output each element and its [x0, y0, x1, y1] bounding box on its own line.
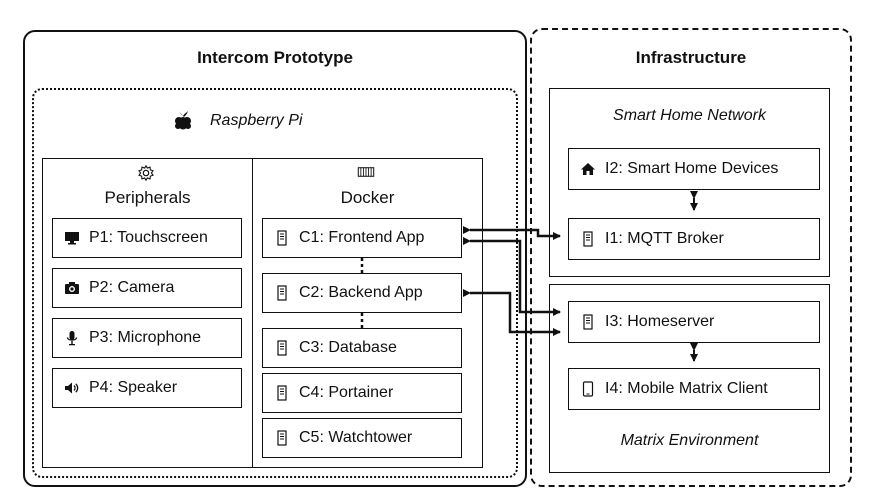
peripheral-speaker: P4: Speaker — [52, 368, 242, 408]
peripheral-touchscreen: P1: Touchscreen — [52, 218, 242, 258]
container-frontend-app: C1: Frontend App — [262, 218, 462, 258]
server-icon — [273, 429, 291, 447]
intercom-prototype-title: Intercom Prototype — [197, 48, 353, 67]
container-portainer: C4: Portainer — [262, 373, 462, 413]
camera-icon — [63, 279, 81, 297]
monitor-icon — [63, 229, 81, 247]
matrix-environment-title: Matrix Environment — [620, 432, 759, 449]
infrastructure-title: Infrastructure — [635, 48, 747, 67]
server-icon — [273, 339, 291, 357]
raspberry-pi-header: Raspberry Pi — [170, 108, 370, 134]
server-icon — [273, 284, 291, 302]
peripheral-label: P2: Camera — [89, 279, 175, 296]
mqtt-broker: I1: MQTT Broker — [568, 218, 820, 260]
mobile-matrix-client: I4: Mobile Matrix Client — [568, 368, 820, 410]
server-icon — [273, 229, 291, 247]
mobile-phone-icon — [579, 380, 597, 398]
raspberry-icon — [170, 109, 196, 133]
server-icon — [579, 313, 597, 331]
peripheral-label: P1: Touchscreen — [89, 229, 208, 246]
peripheral-label: P3: Microphone — [89, 329, 202, 346]
container-label: C5: Watchtower — [299, 429, 413, 446]
container-backend-app: C2: Backend App — [262, 273, 462, 313]
container-database: C3: Database — [262, 328, 462, 368]
container-label: C2: Backend App — [299, 284, 423, 301]
docker-icon — [357, 165, 377, 181]
homeserver-label: I3: Homeserver — [605, 313, 715, 330]
server-icon — [579, 230, 597, 248]
smart-home-devices-label: I2: Smart Home Devices — [605, 160, 779, 177]
homeserver: I3: Homeserver — [568, 301, 820, 343]
peripherals-title: Peripherals — [104, 188, 191, 207]
peripheral-microphone: P3: Microphone — [52, 318, 242, 358]
mobile-matrix-client-label: I4: Mobile Matrix Client — [605, 380, 768, 397]
container-label: C1: Frontend App — [299, 229, 425, 246]
smart-home-devices: I2: Smart Home Devices — [568, 148, 820, 190]
peripheral-label: P4: Speaker — [89, 379, 178, 396]
container-label: C3: Database — [299, 339, 397, 356]
raspberry-pi-label: Raspberry Pi — [210, 112, 303, 129]
speaker-icon — [63, 379, 81, 397]
container-label: C4: Portainer — [299, 384, 394, 401]
microphone-icon — [63, 329, 81, 347]
home-icon — [579, 160, 597, 178]
docker-title: Docker — [340, 188, 395, 207]
mqtt-broker-label: I1: MQTT Broker — [605, 230, 724, 247]
docker-column — [252, 158, 483, 468]
container-watchtower: C5: Watchtower — [262, 418, 462, 458]
server-icon — [273, 384, 291, 402]
peripheral-camera: P2: Camera — [52, 268, 242, 308]
gear-icon — [137, 164, 157, 184]
smart-home-network-title: Smart Home Network — [613, 107, 766, 124]
